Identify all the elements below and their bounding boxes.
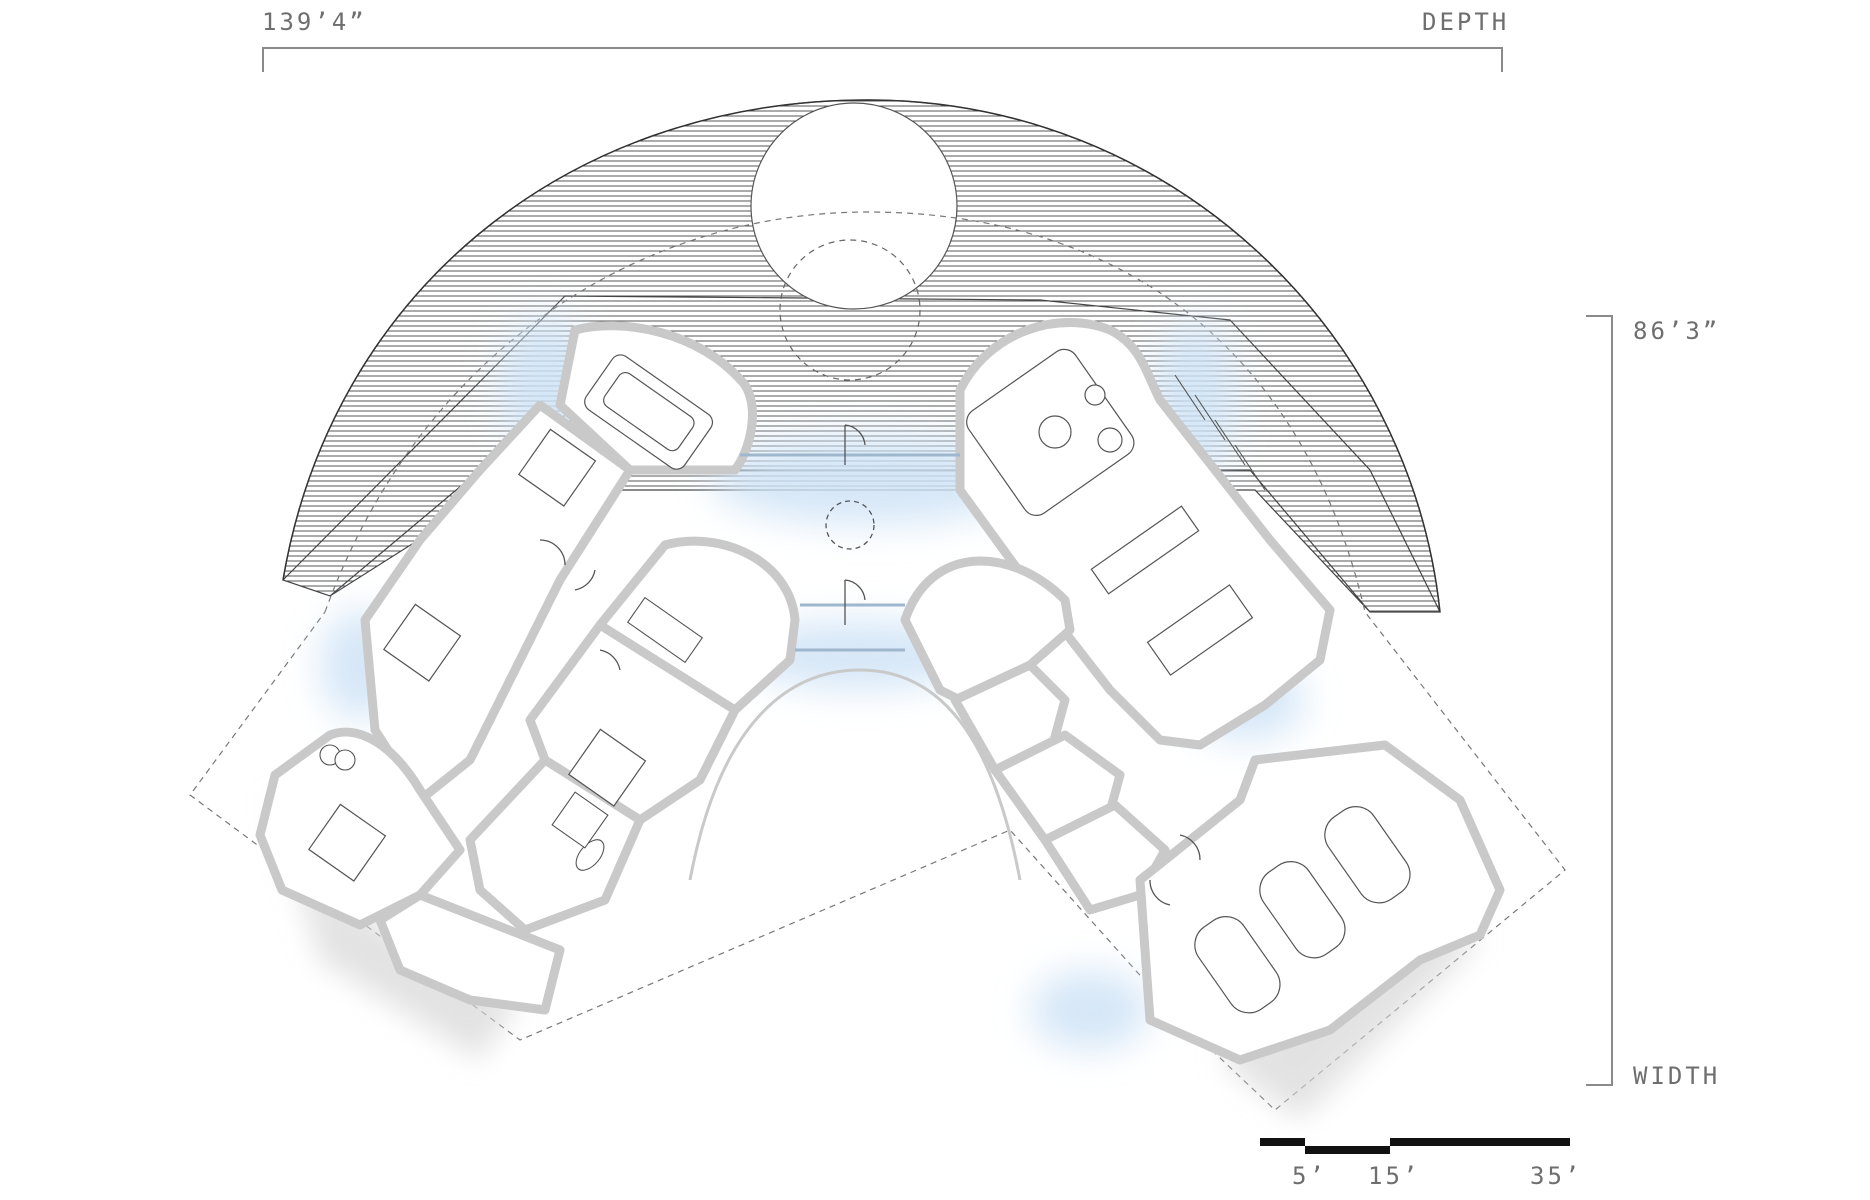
- roof-outline-dashed: [189, 211, 1566, 1111]
- left-wing: [255, 321, 800, 1015]
- width-dimension-label: WIDTH: [1633, 1062, 1721, 1090]
- scale-label-15: 15’: [1368, 1162, 1421, 1190]
- depth-dimension-value: 139’4”: [262, 8, 367, 36]
- dining-table: [1090, 505, 1254, 676]
- depth-dimension-line: [262, 47, 1503, 72]
- width-dimension-value: 86’3”: [1633, 317, 1721, 345]
- scale-bar: [1260, 1138, 1570, 1154]
- pool-step-outline: [779, 239, 921, 381]
- scale-label-35: 35’: [1530, 1162, 1583, 1190]
- central-glass-corridor: [740, 453, 960, 652]
- bath-fixtures-left: [319, 596, 704, 871]
- living-set-right: [966, 348, 1135, 516]
- sofa-left: [584, 354, 714, 470]
- beds-left: [307, 428, 647, 882]
- width-dimension-line: [1586, 315, 1613, 1086]
- deck-loungers: [1174, 374, 1266, 491]
- scale-label-5: 5’: [1292, 1162, 1327, 1190]
- courtyard-arch: [688, 668, 1022, 881]
- cars: [1194, 806, 1411, 1014]
- door-swings: [539, 424, 1201, 906]
- depth-dimension-label: DEPTH: [1422, 8, 1510, 36]
- round-pool: [750, 102, 958, 310]
